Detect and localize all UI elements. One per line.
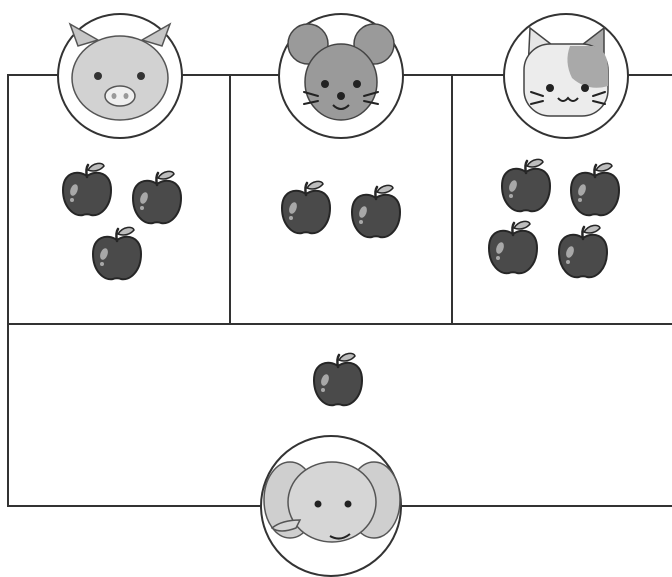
apple-icon (312, 352, 364, 407)
apple-icon (280, 180, 332, 235)
apple-icon (131, 170, 183, 225)
apple-icon (91, 226, 143, 281)
apple-icon (557, 224, 609, 279)
pig-face-icon (57, 13, 183, 139)
apple-icon (61, 162, 113, 217)
apple-icon (500, 158, 552, 213)
mouse-face-icon (278, 13, 404, 139)
elephant-face-icon (260, 435, 402, 577)
cat-face-icon (503, 13, 629, 139)
apple-icon (569, 162, 621, 217)
apple-icon (487, 220, 539, 275)
apple-icon (350, 184, 402, 239)
apples-layer (61, 158, 621, 407)
